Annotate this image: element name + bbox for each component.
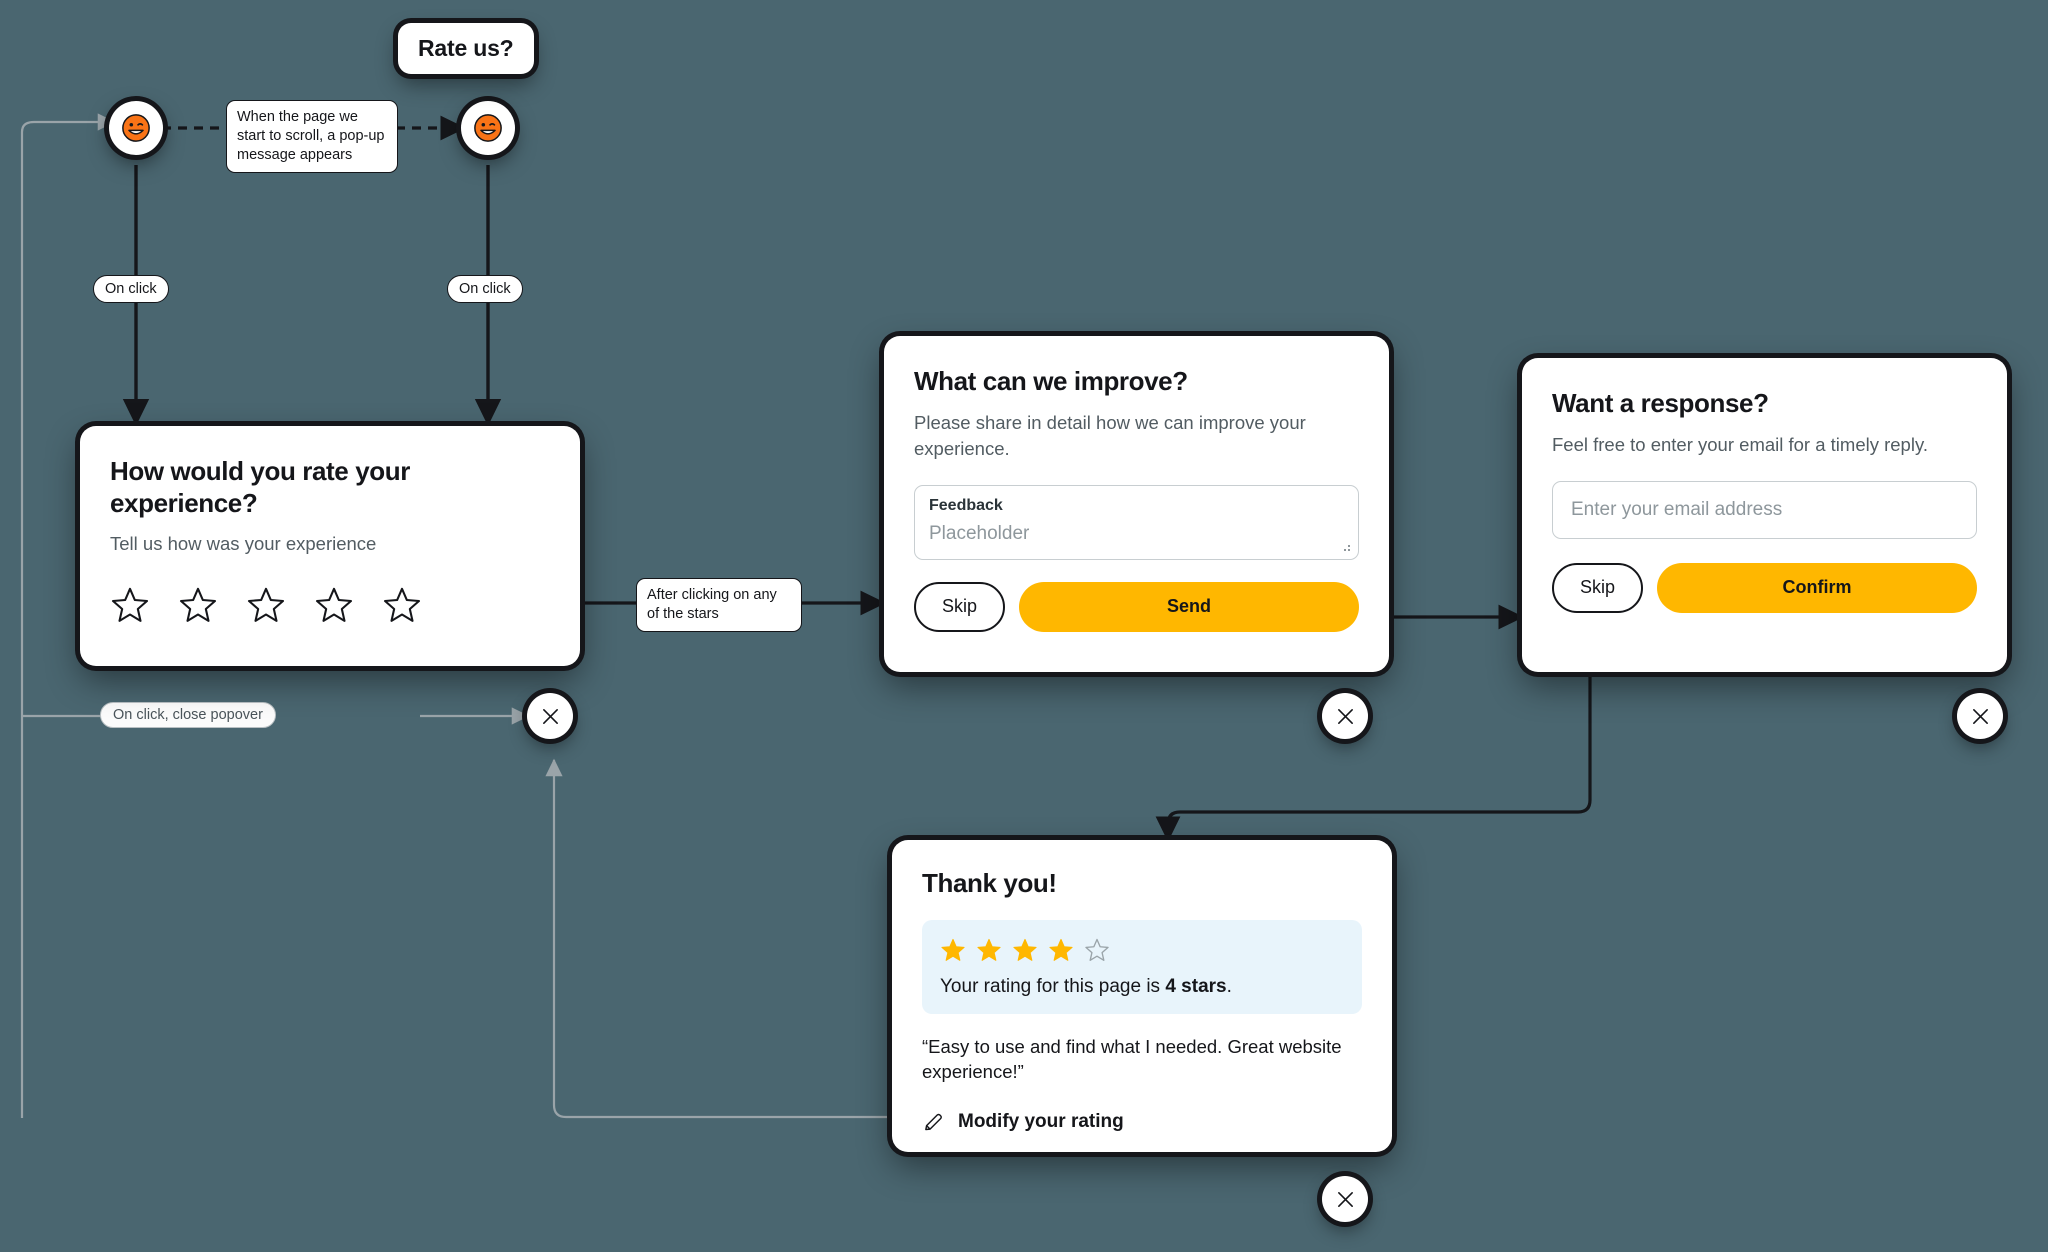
card-rate-experience: How would you rate your experience? Tell… bbox=[80, 426, 580, 666]
close-icon bbox=[1337, 708, 1353, 724]
star-icon[interactable] bbox=[314, 585, 354, 625]
annotation-after-clicking-stars: After clicking on any of the stars bbox=[636, 578, 802, 633]
send-button[interactable]: Send bbox=[1019, 581, 1359, 632]
close-button-thank-you[interactable] bbox=[1322, 1176, 1368, 1222]
modify-rating-link[interactable]: Modify your rating bbox=[922, 1111, 1362, 1134]
winking-smiley-emoji bbox=[122, 114, 150, 142]
star-icon-empty bbox=[1085, 938, 1109, 961]
star-icon-filled bbox=[941, 938, 965, 961]
confirm-button[interactable]: Confirm bbox=[1657, 562, 1977, 613]
card-want-response: Want a response? Feel free to enter your… bbox=[1522, 358, 2007, 672]
close-button-response[interactable] bbox=[1957, 693, 2003, 739]
improve-title: What can we improve? bbox=[914, 366, 1188, 396]
star-icon-filled bbox=[1013, 938, 1037, 961]
rating-suffix: . bbox=[1226, 975, 1232, 997]
annotation-on-click-right: On click bbox=[447, 275, 523, 304]
rating-stars-display bbox=[940, 937, 1344, 963]
feedback-field[interactable]: Feedback Placeholder bbox=[914, 484, 1359, 560]
rate-experience-title: How would you rate your experience? bbox=[110, 456, 410, 518]
star-icon[interactable] bbox=[110, 585, 150, 625]
rate-us-bubble[interactable]: Rate us? bbox=[398, 23, 534, 74]
thank-you-title: Thank you! bbox=[922, 868, 1057, 898]
emoji-trigger-left[interactable] bbox=[109, 101, 163, 155]
feedback-quote: “Easy to use and find what I needed. Gre… bbox=[922, 1035, 1342, 1083]
winking-smiley-emoji bbox=[474, 114, 502, 142]
skip-button-response[interactable]: Skip bbox=[1552, 562, 1644, 613]
annotation-scroll-note: When the page we start to scroll, a pop-… bbox=[226, 100, 398, 174]
rating-value: 4 stars bbox=[1165, 975, 1227, 997]
rate-experience-subtitle: Tell us how was your experience bbox=[110, 533, 377, 555]
star-icon[interactable] bbox=[246, 585, 286, 625]
rating-summary-panel: Your rating for this page is 4 stars. bbox=[922, 919, 1362, 1014]
pencil-icon bbox=[925, 1113, 942, 1130]
star-icon-filled bbox=[977, 938, 1001, 961]
feedback-field-label: Feedback bbox=[929, 496, 1003, 514]
resize-grip-icon[interactable] bbox=[1342, 544, 1351, 553]
star-icon[interactable] bbox=[178, 585, 218, 625]
star-icon[interactable] bbox=[382, 585, 422, 625]
annotation-close-popover: On click, close popover bbox=[100, 702, 276, 728]
card-improve: What can we improve? Please share in det… bbox=[884, 336, 1389, 672]
improve-actions: Skip Send bbox=[914, 581, 1359, 632]
modify-rating-label: Modify your rating bbox=[958, 1111, 1124, 1133]
close-icon bbox=[542, 708, 558, 724]
skip-button-improve[interactable]: Skip bbox=[914, 581, 1006, 632]
response-title: Want a response? bbox=[1552, 388, 1769, 418]
star-rating-input[interactable] bbox=[110, 585, 550, 625]
annotation-on-click-left: On click bbox=[93, 275, 169, 304]
emoji-trigger-right[interactable] bbox=[461, 101, 515, 155]
card-thank-you: Thank you! Your rati bbox=[892, 840, 1392, 1152]
response-actions: Skip Confirm bbox=[1552, 562, 1977, 613]
close-icon bbox=[1337, 1191, 1353, 1207]
feedback-textarea[interactable]: Placeholder bbox=[929, 522, 1030, 544]
rating-prefix: Your rating for this page is bbox=[940, 975, 1166, 997]
response-subtitle: Feel free to enter your email for a time… bbox=[1552, 433, 1928, 455]
email-input[interactable]: Enter your email address bbox=[1552, 480, 1977, 539]
rating-summary-text: Your rating for this page is 4 stars. bbox=[940, 976, 1344, 998]
close-icon bbox=[1972, 708, 1988, 724]
close-button-improve[interactable] bbox=[1322, 693, 1368, 739]
close-button-rate-experience[interactable] bbox=[527, 693, 573, 739]
star-icon-filled bbox=[1049, 938, 1073, 961]
improve-subtitle: Please share in detail how we can improv… bbox=[914, 411, 1306, 459]
